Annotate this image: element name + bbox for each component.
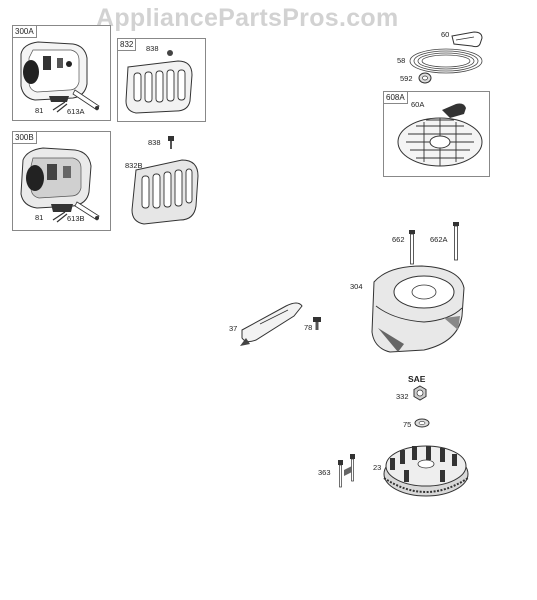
label-60: 60 xyxy=(441,30,450,39)
label-78: 78 xyxy=(304,323,313,332)
label-81-b: 81 xyxy=(35,213,44,222)
box-832: 832 xyxy=(117,38,206,122)
rewind-starter-60a xyxy=(397,103,483,167)
muffler-guard-832b xyxy=(131,159,199,225)
nut-332 xyxy=(413,385,427,401)
label-58: 58 xyxy=(397,56,406,65)
nut-592 xyxy=(418,72,432,84)
starter-rope-58 xyxy=(409,48,483,74)
washer-75 xyxy=(414,418,430,428)
label-662a: 662A xyxy=(430,235,448,244)
blower-housing-300a xyxy=(20,41,100,113)
label-332: 332 xyxy=(396,392,409,401)
label-838-a: 838 xyxy=(146,44,159,53)
label-304: 304 xyxy=(350,282,363,291)
label-sae: SAE xyxy=(408,374,426,384)
box-608a: 608A xyxy=(383,91,490,177)
blower-housing-300b xyxy=(20,147,100,223)
label-81-a: 81 xyxy=(35,106,44,115)
muffler-guard-832 xyxy=(125,50,193,114)
label-60a: 60A xyxy=(411,100,425,109)
watermark: AppliancePartsPros.com xyxy=(96,4,399,32)
stud-662 xyxy=(409,230,415,265)
box-832-label: 832 xyxy=(118,39,137,51)
air-guide-37 xyxy=(240,302,303,346)
label-832b: 832B xyxy=(125,161,143,170)
stud-662a xyxy=(453,222,459,261)
label-838-b: 838 xyxy=(148,138,161,147)
label-592: 592 xyxy=(400,74,413,83)
label-613b: 613B xyxy=(67,214,85,223)
bolt-838 xyxy=(168,136,174,149)
box-300b-label: 300B xyxy=(13,132,37,144)
label-23: 23 xyxy=(373,463,382,472)
box-300b: 300B xyxy=(12,131,111,231)
label-75: 75 xyxy=(403,420,412,429)
bolts-363 xyxy=(338,454,355,488)
box-300a: 300A xyxy=(12,25,111,121)
label-662: 662 xyxy=(392,235,405,244)
box-608a-label: 608A xyxy=(384,92,408,104)
label-363: 363 xyxy=(318,468,331,477)
screw-78 xyxy=(313,317,321,330)
box-300a-label: 300A xyxy=(13,26,37,38)
label-613a: 613A xyxy=(67,107,85,116)
blower-housing-304 xyxy=(371,265,465,353)
starter-handle-60 xyxy=(451,31,483,48)
label-37: 37 xyxy=(229,324,238,333)
flywheel-23 xyxy=(383,445,469,497)
